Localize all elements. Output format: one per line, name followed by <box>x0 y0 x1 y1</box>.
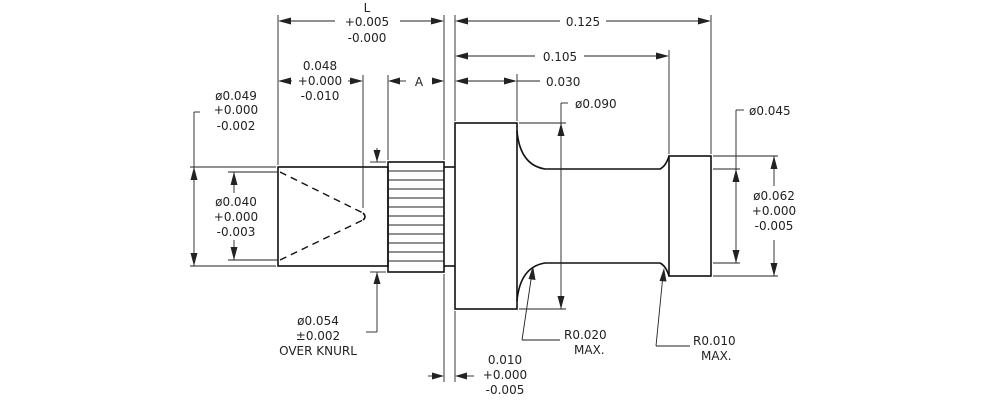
dim-length-name: L <box>364 1 371 15</box>
knurl-body <box>387 161 445 273</box>
dimension-overall-0-125: 0.125 <box>454 15 712 154</box>
dim-bore-outer-dia-plus: +0.000 <box>214 103 258 117</box>
dim-neck-dia-value: ø0.045 <box>749 104 791 118</box>
note-fillet-large: R0.020 MAX. <box>521 266 607 357</box>
note-fillet-large-note: MAX. <box>574 343 605 357</box>
dim-knurl-length-name: A <box>415 75 424 89</box>
dim-bore-inner-dia-minus: -0.003 <box>217 225 256 239</box>
bore-cone-upper-hidden-line <box>279 171 364 214</box>
note-fillet-large-value: R0.020 <box>564 328 607 342</box>
dimension-flange-thickness: 0.030 <box>455 74 580 121</box>
dimension-bore-outer-diameter: ø0.049 +0.000 -0.002 <box>190 89 276 267</box>
dimension-neck-diameter: ø0.045 <box>713 104 791 264</box>
note-fillet-small-value: R0.010 <box>693 334 736 348</box>
dim-knurl-dia-note: OVER KNURL <box>279 344 357 358</box>
note-fillet-small-note: MAX. <box>701 349 732 363</box>
dimension-head-diameter: ø0.062 +0.000 -0.005 <box>713 155 796 277</box>
dimension-flange-to-end: 0.105 <box>455 50 670 154</box>
dim-head-dia-minus: -0.005 <box>755 219 794 233</box>
note-fillet-small: R0.010 MAX. <box>655 268 736 363</box>
dim-bore-inner-dia-value: ø0.040 <box>215 195 257 209</box>
dim-bore-inner-dia-plus: +0.000 <box>214 210 258 224</box>
shank-body <box>277 166 389 267</box>
dimension-bore-inner-diameter: ø0.040 +0.000 -0.003 <box>214 171 278 261</box>
dim-head-dia-plus: +0.000 <box>752 204 796 218</box>
dimension-bore-depth: 0.048 +0.000 -0.010 <box>278 59 364 208</box>
dim-flange-gap-value: 0.010 <box>488 353 522 367</box>
bore-cone-lower-hidden-line <box>279 219 364 261</box>
dim-flange-gap-minus: -0.005 <box>486 383 525 397</box>
neck-lower-edge <box>516 262 670 302</box>
dim-flange-dia-value: ø0.090 <box>575 97 617 111</box>
dim-head-dia-value: ø0.062 <box>753 189 795 203</box>
bore-cone-tip <box>362 212 366 221</box>
knurl-section <box>387 161 455 273</box>
dim-bore-depth-plus: +0.000 <box>298 74 342 88</box>
dimension-flange-diameter: ø0.090 <box>519 97 617 310</box>
dim-flange-thickness-value: 0.030 <box>546 75 580 89</box>
dim-bore-depth-minus: -0.010 <box>301 89 340 103</box>
part-outline <box>277 122 712 310</box>
dimension-knurl-length-A: A <box>387 75 444 160</box>
dim-bore-depth-value: 0.048 <box>303 59 337 73</box>
dim-length-plus: +0.005 <box>345 15 389 29</box>
dim-knurl-dia-tol: ±0.002 <box>296 329 340 343</box>
head <box>668 155 712 277</box>
dim-flange-to-end-value: 0.105 <box>543 50 577 64</box>
dimension-length-L: L +0.005 -0.000 <box>277 1 445 165</box>
dimension-knurl-diameter: ø0.054 ±0.002 OVER KNURL <box>279 148 386 358</box>
neck-upper-edge <box>516 130 670 170</box>
flange <box>454 122 518 310</box>
dimension-flange-gap: 0.010 +0.000 -0.005 <box>428 274 527 397</box>
dim-bore-outer-dia-minus: -0.002 <box>217 119 256 133</box>
dim-length-minus: -0.000 <box>348 31 387 45</box>
dim-overall-value: 0.125 <box>566 15 600 29</box>
dim-flange-gap-plus: +0.000 <box>483 368 527 382</box>
dim-bore-outer-dia-value: ø0.049 <box>215 89 257 103</box>
dim-knurl-dia-value: ø0.054 <box>297 314 339 328</box>
